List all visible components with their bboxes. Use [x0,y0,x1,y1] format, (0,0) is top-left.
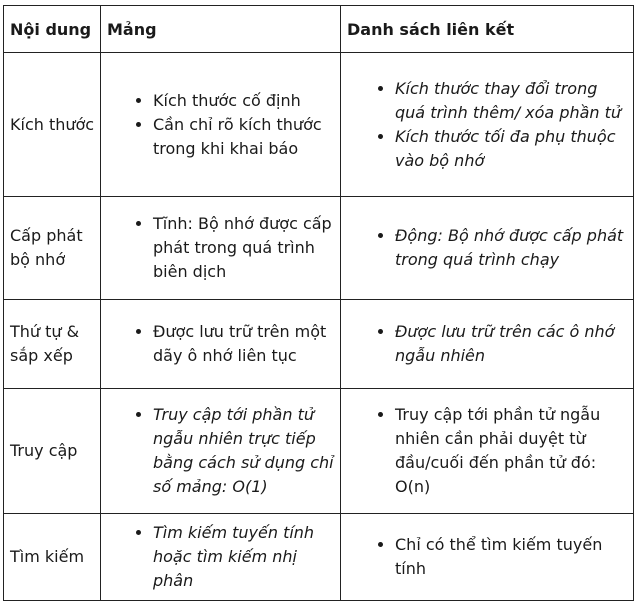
header-content: Nội dung [3,5,101,53]
row-label: Tìm kiếm [3,513,101,601]
linked-list-bullet-item: Chỉ có thể tìm kiếm tuyến tính [395,533,629,581]
array-list: Tìm kiếm tuyến tính hoặc tìm kiếm nhị ph… [105,521,336,593]
array-cell: Kích thước cố địnhCần chỉ rõ kích thước … [100,52,341,197]
linked-list-bullet-item: Động: Bộ nhớ được cấp phát trong quá trì… [395,224,629,272]
linked-list-cell: Được lưu trữ trên các ô nhớ ngẫu nhiên [340,299,634,389]
linked-list-list: Kích thước thay đổi trong quá trình thêm… [345,77,629,173]
row-label: Thứ tự & sắp xếp [3,299,101,389]
array-bullet-item: Kích thước cố định [153,89,336,113]
header-array: Mảng [100,5,341,53]
linked-list-bullet-item: Được lưu trữ trên các ô nhớ ngẫu nhiên [395,320,629,368]
linked-list-bullet-item: Truy cập tới phần tử ngẫu nhiên cần phải… [395,403,629,499]
table-row: Kích thước Kích thước cố địnhCần chỉ rõ … [3,52,634,197]
comparison-table: Nội dung Mảng Danh sách liên kết Kích th… [3,5,634,601]
array-cell: Tìm kiếm tuyến tính hoặc tìm kiếm nhị ph… [100,513,341,601]
array-cell: Truy cập tới phần tử ngẫu nhiên trực tiế… [100,388,341,514]
array-list: Kích thước cố địnhCần chỉ rõ kích thước … [105,89,336,161]
linked-list-cell: Động: Bộ nhớ được cấp phát trong quá trì… [340,196,634,300]
linked-list-list: Được lưu trữ trên các ô nhớ ngẫu nhiên [345,320,629,368]
header-linked-list: Danh sách liên kết [340,5,634,53]
table-row: Tìm kiếm Tìm kiếm tuyến tính hoặc tìm ki… [3,513,634,601]
row-label: Kích thước [3,52,101,197]
table-row: Cấp phát bộ nhớ Tĩnh: Bộ nhớ được cấp ph… [3,196,634,300]
array-cell: Tĩnh: Bộ nhớ được cấp phát trong quá trì… [100,196,341,300]
array-cell: Được lưu trữ trên một dãy ô nhớ liên tục [100,299,341,389]
array-bullet-item: Được lưu trữ trên một dãy ô nhớ liên tục [153,320,336,368]
table-row: Truy cập Truy cập tới phần tử ngẫu nhiên… [3,388,634,514]
array-list: Tĩnh: Bộ nhớ được cấp phát trong quá trì… [105,212,336,284]
array-bullet-item: Truy cập tới phần tử ngẫu nhiên trực tiế… [153,403,336,499]
array-bullet-item: Cần chỉ rõ kích thước trong khi khai báo [153,113,336,161]
linked-list-cell: Truy cập tới phần tử ngẫu nhiên cần phải… [340,388,634,514]
linked-list-list: Truy cập tới phần tử ngẫu nhiên cần phải… [345,403,629,499]
header-row: Nội dung Mảng Danh sách liên kết [3,5,634,53]
linked-list-list: Chỉ có thể tìm kiếm tuyến tính [345,533,629,581]
array-bullet-item: Tìm kiếm tuyến tính hoặc tìm kiếm nhị ph… [153,521,336,593]
array-bullet-item: Tĩnh: Bộ nhớ được cấp phát trong quá trì… [153,212,336,284]
row-label: Cấp phát bộ nhớ [3,196,101,300]
array-list: Truy cập tới phần tử ngẫu nhiên trực tiế… [105,403,336,499]
table-row: Thứ tự & sắp xếp Được lưu trữ trên một d… [3,299,634,389]
row-label: Truy cập [3,388,101,514]
array-list: Được lưu trữ trên một dãy ô nhớ liên tục [105,320,336,368]
linked-list-bullet-item: Kích thước thay đổi trong quá trình thêm… [395,77,629,125]
linked-list-cell: Chỉ có thể tìm kiếm tuyến tính [340,513,634,601]
linked-list-bullet-item: Kích thước tối đa phụ thuộc vào bộ nhớ [395,125,629,173]
linked-list-list: Động: Bộ nhớ được cấp phát trong quá trì… [345,224,629,272]
linked-list-cell: Kích thước thay đổi trong quá trình thêm… [340,52,634,197]
